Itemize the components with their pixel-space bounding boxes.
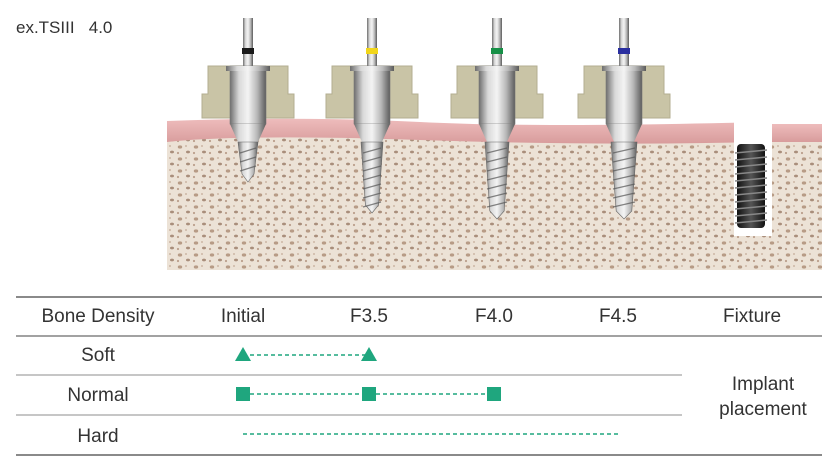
header-bone-density: Bone Density [41, 306, 155, 327]
row-label-hard: Hard [77, 426, 119, 447]
implant-fixture [734, 144, 768, 228]
drill-3 [450, 18, 544, 220]
fixture-note-line: placement [719, 399, 807, 420]
header-f4-0: F4.0 [474, 306, 514, 327]
triangle-marker [361, 347, 377, 361]
square-marker [362, 387, 376, 401]
header-fixture: Fixture [722, 306, 782, 327]
row-label-soft: Soft [81, 345, 115, 366]
page-title: ex.TSIII 4.0 [16, 18, 113, 37]
square-marker [236, 387, 250, 401]
square-marker [487, 387, 501, 401]
row-label-normal: Normal [67, 385, 129, 406]
drilling-illustration [167, 18, 822, 270]
header-f3-5: F3.5 [349, 306, 389, 327]
drill-1 [201, 18, 295, 183]
drill-2 [325, 18, 419, 214]
header-initial: Initial [220, 306, 266, 327]
triangle-marker [235, 347, 251, 361]
drill-4 [577, 18, 671, 220]
header-f4-5: F4.5 [598, 306, 638, 327]
fixture-note-line: Implant [731, 374, 795, 395]
fixture-note: Implant placement [703, 372, 823, 422]
